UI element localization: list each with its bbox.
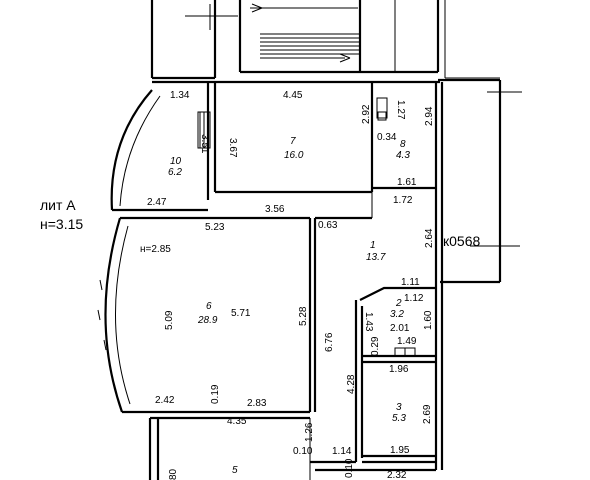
room-number: 2: [395, 298, 402, 309]
dimension-label: 1.26: [304, 422, 315, 442]
dimension-label: 1.72: [393, 195, 413, 206]
room-area: 16.0: [284, 150, 304, 161]
dimension-label: 5.71: [231, 308, 251, 319]
walls: [104, 0, 502, 480]
height-label: н=3.15: [40, 216, 83, 232]
dimension-label: 2.01: [390, 323, 410, 334]
dimension-label: 1.12: [404, 293, 424, 304]
staircase: [185, 3, 360, 63]
dimension-label: 6.76: [324, 332, 335, 352]
fixtures: [97, 84, 522, 357]
dimension-label: 0.19: [210, 384, 221, 404]
dimension-label: 5.23: [205, 222, 225, 233]
room-labels: 1 13.7 2 3.2 3 5.3 5 6 28.9 7 16.0 8 4.3…: [168, 136, 410, 476]
dimension-label: 0.34: [377, 132, 397, 143]
room-height-label: н=2.85: [140, 244, 171, 255]
dimension-label: 3.56: [265, 204, 285, 215]
dimension-label: 1.14: [332, 446, 352, 457]
dimension-label: 1.95: [390, 445, 410, 456]
dimension-label: 0.10: [344, 458, 355, 478]
dimension-label: 4.28: [346, 374, 357, 394]
dimension-label: 0.63: [318, 220, 338, 231]
dimension-label: 2.64: [424, 228, 435, 248]
dimension-label: 2.69: [422, 404, 433, 424]
dimension-label: 1.43: [363, 312, 374, 332]
dimension-label: 2.94: [424, 106, 435, 126]
dimension-label: 2.83: [247, 398, 267, 409]
room-area: 6.2: [168, 167, 182, 178]
dimension-label: 2.32: [387, 470, 407, 480]
room-number: 6: [206, 301, 212, 312]
dimension-label: 1.96: [389, 364, 409, 375]
room-number: 7: [290, 136, 296, 147]
room-area: 5.3: [392, 413, 406, 424]
dimension-label: 1.60: [423, 310, 434, 330]
room-number: 5: [232, 465, 238, 476]
dimension-label: 80: [168, 468, 179, 480]
dimension-label: 2.42: [155, 395, 175, 406]
dimension-label: 4.45: [283, 90, 303, 101]
dimension-label: 1.27: [395, 100, 406, 120]
dimension-label: 5.28: [298, 306, 309, 326]
dimension-label: 0.29: [370, 336, 381, 356]
room-number: 8: [400, 139, 406, 150]
mark-label: к0568: [443, 233, 480, 249]
dimension-label: 3.67: [227, 138, 238, 158]
dimension-label: 1.11: [401, 277, 420, 288]
room-area: 4.3: [396, 150, 410, 161]
dimension-label: 1.61: [397, 177, 417, 188]
dimension-label: 1.49: [397, 336, 417, 347]
room-number: 10: [170, 156, 182, 167]
dimension-label: 2.47: [147, 197, 167, 208]
dimension-label: 0.10: [293, 446, 313, 457]
building-label: лит А: [40, 197, 76, 213]
room-area: 3.2: [390, 309, 404, 320]
dimension-label: 4.35: [227, 416, 247, 427]
dimension-label: 1.34: [170, 90, 190, 101]
room-area: 28.9: [197, 315, 218, 326]
dimension-labels: 1.34 4.45 1.27 3.51 3.67 2.92 0.34 2.94 …: [147, 90, 435, 480]
dimension-label: 5.09: [164, 310, 175, 330]
room-area: 13.7: [366, 252, 386, 263]
dimension-label: 2.92: [361, 104, 372, 124]
room-number: 1: [370, 240, 376, 251]
room-number: 3: [396, 402, 402, 413]
dimension-label: 3.51: [199, 134, 210, 154]
